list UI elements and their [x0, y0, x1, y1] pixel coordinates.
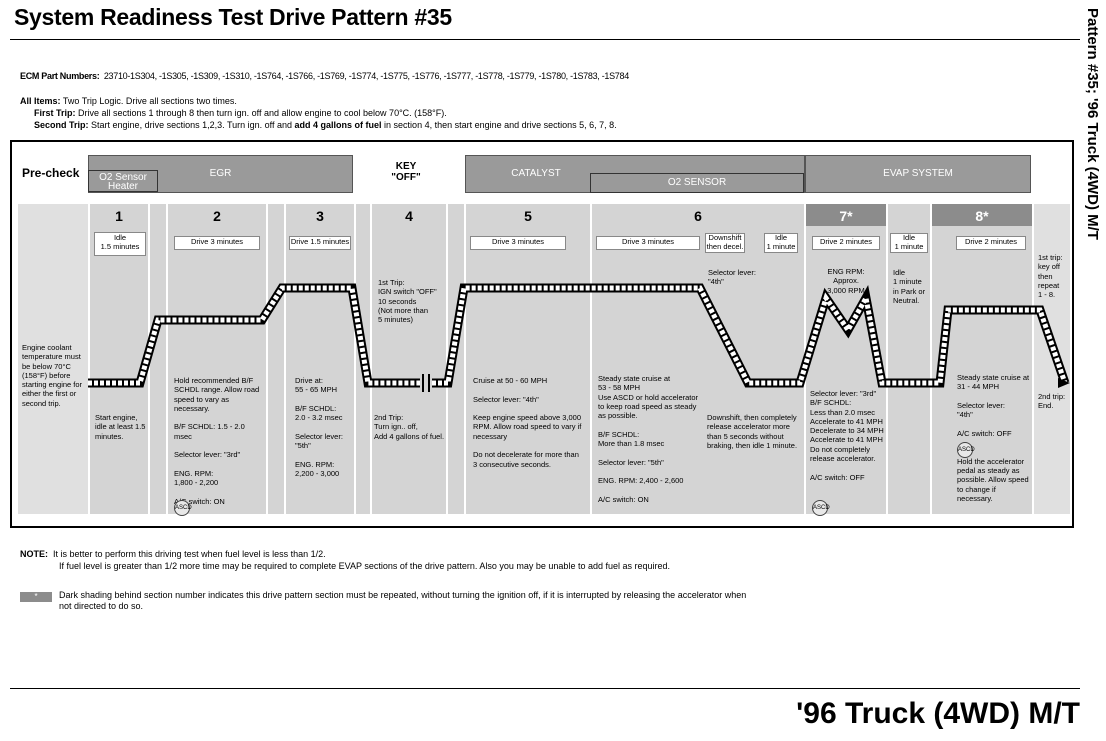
section-6-downshift-note: Downshift, then completely release accel… — [707, 413, 798, 450]
section-4-column — [372, 204, 446, 514]
duration-box: Drive 2 minutes — [956, 236, 1026, 250]
duration-box: Idle 1 minute — [764, 233, 798, 253]
section-6-selector-note: Selector lever: "4th" — [708, 268, 756, 287]
section-number: 7* — [839, 208, 853, 224]
section-6-note: Steady state cruise at 53 - 58 MPH Use A… — [598, 374, 699, 504]
key-off-header: KEY "OFF" — [391, 161, 421, 183]
ecm-label: ECM Part Numbers: — [20, 71, 100, 81]
first-trip-line: First Trip: Drive all sections 1 through… — [34, 108, 447, 118]
legend-swatch: * — [20, 592, 52, 602]
note-line-2: If fuel level is greater than 1/2 more t… — [59, 561, 671, 571]
diagram-frame — [10, 140, 1074, 528]
duration-box: Idle 1.5 minutes — [94, 232, 146, 256]
ascd-icon: ASCD — [957, 442, 975, 458]
section-4-top-note: 1st Trip: IGN switch "OFF" 10 seconds (N… — [378, 278, 437, 325]
legend-text: Dark shading behind section number indic… — [59, 590, 747, 611]
section-number: 6 — [694, 208, 702, 224]
section-8-note: Steady state cruise at 31 - 44 MPH Selec… — [957, 373, 1030, 503]
duration-box: Idle 1 minute — [890, 233, 928, 253]
section-5-column — [466, 204, 590, 514]
section-8-shading — [932, 204, 1032, 226]
footer-rule — [10, 688, 1080, 689]
section-8-column — [932, 204, 1032, 514]
footer-title: '96 Truck (4WD) M/T — [796, 697, 1080, 730]
ascd-icon: ASCD — [174, 500, 192, 516]
ascd-icon: ASCD — [812, 500, 830, 516]
end-column — [1034, 204, 1070, 514]
section-number: 8* — [975, 208, 989, 224]
section-7-rpm-note: ENG RPM: Approx. 3,000 RPM — [827, 267, 865, 295]
ecm-numbers: 23710-1S304, -1S305, -1S309, -1S310, -1S… — [103, 71, 629, 81]
section-number: 4 — [405, 208, 413, 224]
o2-sensor-header: O2 SENSOR — [590, 173, 804, 193]
duration-box: Drive 3 minutes — [174, 236, 260, 250]
section-number: 2 — [213, 208, 221, 224]
evap-header: EVAP SYSTEM — [805, 155, 1031, 193]
end-bottom-note: 2nd trip: End. — [1038, 392, 1066, 411]
duration-box: Drive 2 minutes — [812, 236, 880, 250]
transition-column — [268, 204, 284, 514]
section-7-column — [806, 204, 886, 514]
section-2-note: Hold recommended B/F SCHDL range. Allow … — [174, 376, 260, 506]
page-title: System Readiness Test Drive Pattern #35 — [14, 4, 452, 30]
precheck-column — [18, 204, 88, 514]
section-number: 5 — [524, 208, 532, 224]
section-7-idle-column — [888, 204, 930, 514]
note-line-1: NOTE: It is better to perform this drivi… — [20, 549, 326, 559]
second-trip-line: Second Trip: Start engine, drive section… — [34, 120, 617, 130]
duration-box: Drive 3 minutes — [470, 236, 566, 250]
o2-heater-header: O2 Sensor Heater — [88, 170, 158, 192]
section-6-column — [592, 204, 804, 514]
section-7-idle-note: Idle 1 minute in Park or Neutral. — [893, 268, 926, 305]
title-rule — [10, 39, 1080, 40]
ecm-line: ECM Part Numbers: 23710-1S304, -1S305, -… — [20, 71, 629, 82]
section-5-note: Cruise at 50 - 60 MPH Selector lever: "4… — [473, 376, 582, 469]
precheck-header: Pre-check — [22, 166, 80, 180]
transition-column — [150, 204, 166, 514]
section-number: 1 — [115, 208, 123, 224]
section-2-column — [168, 204, 266, 514]
precheck-note: Engine coolant temperature must be below… — [22, 343, 83, 408]
section-7-shading — [806, 204, 886, 226]
section-1-note: Start engine, idle at least 1.5 minutes. — [95, 413, 146, 441]
duration-box: Downshift then decel. — [705, 233, 745, 253]
section-4-bottom-note: 2nd Trip: Turn ign.. off, Add 4 gallons … — [374, 413, 445, 441]
section-number: 3 — [316, 208, 324, 224]
all-items-line: All Items: Two Trip Logic. Drive all sec… — [20, 96, 237, 106]
section-7-note: Selector lever: "3rd" B/F SCHDL: Less th… — [810, 389, 884, 482]
section-3-column — [286, 204, 354, 514]
duration-box: Drive 3 minutes — [596, 236, 700, 250]
end-top-note: 1st trip: key off then repeat 1 - 8. — [1038, 253, 1063, 300]
section-3-note: Drive at: 55 - 65 MPH B/F SCHDL: 2.0 - 3… — [295, 376, 343, 478]
duration-box: Drive 1.5 minutes — [289, 236, 351, 250]
